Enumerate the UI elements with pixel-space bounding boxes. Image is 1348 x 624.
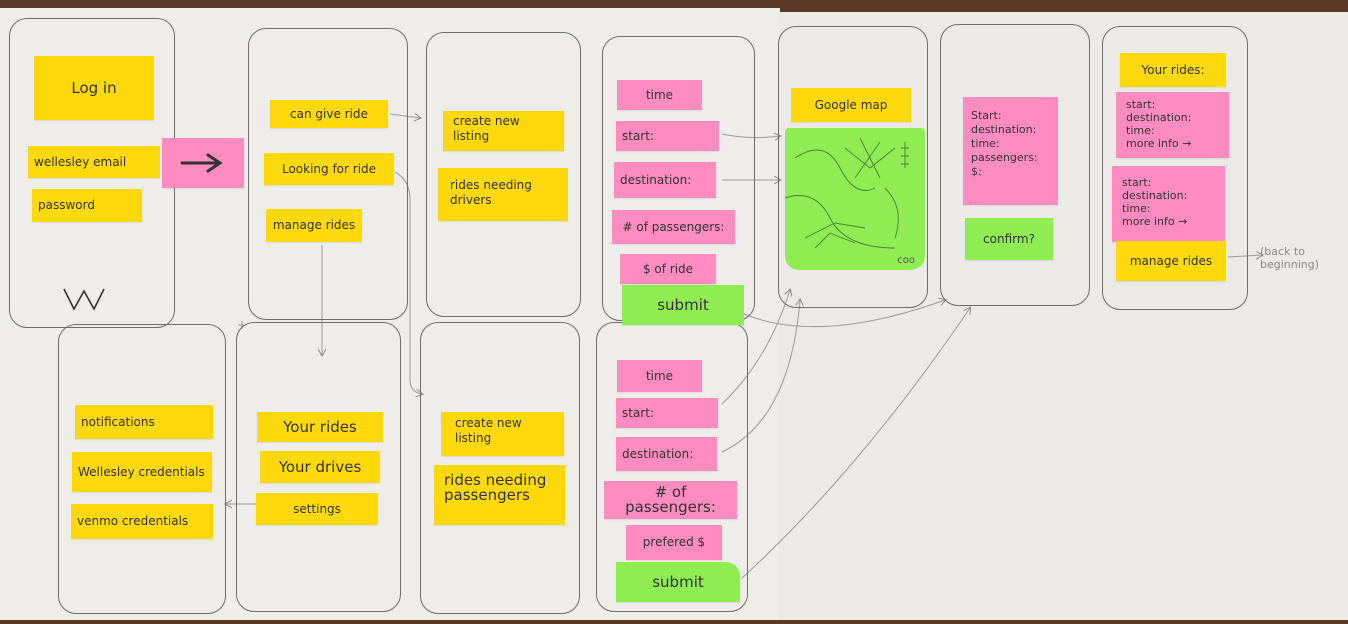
arrow-start-to-map — [721, 134, 780, 138]
arrow-back-to-beginning — [1227, 255, 1262, 257]
wellesley-logo-icon — [63, 288, 105, 311]
arrow-give-to-driver-menu — [389, 114, 420, 118]
confirm-button[interactable]: confirm? — [965, 218, 1053, 260]
screen-manage-menu — [236, 322, 401, 612]
settings-button[interactable]: settings — [256, 493, 378, 525]
arrow-submit2-to-confirm — [741, 308, 970, 579]
screen-driver-menu — [426, 32, 581, 317]
time-field[interactable]: time — [617, 80, 702, 110]
rides-needing-drivers-button[interactable]: rides needing drivers — [438, 168, 568, 221]
screen-map — [778, 26, 928, 308]
screen-passenger-menu — [420, 322, 580, 614]
screen-confirm — [940, 24, 1090, 306]
arrow-start2-to-map — [721, 290, 790, 405]
looking-for-ride-button[interactable]: Looking for ride — [264, 153, 394, 185]
can-give-ride-button[interactable]: can give ride — [270, 100, 388, 128]
screen-settings-menu — [58, 324, 226, 614]
venmo-credentials-button[interactable]: venmo credentials — [71, 504, 213, 539]
map-view[interactable]: coo — [785, 128, 925, 270]
screen-home — [248, 28, 408, 320]
submit-driver-button[interactable]: submit — [622, 285, 744, 325]
ride-card-1[interactable]: start: destination: time: more info → — [1116, 92, 1229, 158]
notifications-button[interactable]: notifications — [75, 405, 213, 439]
login-button[interactable] — [162, 138, 244, 188]
submit-passenger-button[interactable]: submit — [616, 562, 740, 602]
ride-price-field[interactable]: $ of ride — [620, 254, 716, 284]
map-roads-icon — [785, 137, 909, 249]
password-field[interactable]: password — [32, 189, 142, 222]
login-title: Log in — [34, 56, 154, 120]
arrow-submit-to-confirm — [743, 300, 945, 328]
back-to-beginning-note: (back to beginning) — [1260, 245, 1320, 271]
create-listing-driver-button[interactable]: create new listing — [443, 111, 564, 151]
passengers-field[interactable]: # of passengers: — [612, 210, 735, 244]
arrow-looking-to-passenger-menu — [394, 171, 422, 394]
rides-needing-passengers-button[interactable]: rides needing passengers — [434, 465, 565, 525]
destination-field[interactable]: destination: — [614, 162, 716, 198]
screen-rides — [1102, 26, 1248, 310]
map-scale-label: coo — [897, 255, 915, 266]
email-field[interactable]: wellesley email — [28, 146, 160, 178]
ride-card-2[interactable]: start: destination: time: more info → — [1112, 166, 1225, 242]
google-map-label: Google map — [791, 88, 911, 122]
your-rides-title: Your rides: — [1120, 53, 1226, 87]
arrow-right-icon — [180, 153, 223, 173]
wellesley-credentials-button[interactable]: Wellesley credentials — [72, 452, 212, 492]
start-field-2[interactable]: start: — [616, 398, 718, 428]
destination-field-2[interactable]: destination: — [616, 437, 717, 471]
create-listing-passenger-button[interactable]: create new listing — [441, 412, 564, 456]
your-rides-button[interactable]: Your rides — [257, 412, 383, 442]
ride-summary-card: Start: destination: time: passengers: $: — [963, 97, 1058, 205]
arrow-dest2-to-map — [721, 300, 800, 453]
your-drives-button[interactable]: Your drives — [260, 451, 380, 483]
manage-rides-button[interactable]: manage rides — [266, 209, 362, 242]
start-field[interactable]: start: — [616, 121, 719, 151]
preferred-price-field[interactable]: prefered $ — [626, 525, 722, 560]
time-field-2[interactable]: time — [617, 360, 702, 392]
passengers-field-2[interactable]: # of passengers: — [604, 481, 737, 519]
manage-rides-button-2[interactable]: manage rides — [1116, 241, 1226, 281]
